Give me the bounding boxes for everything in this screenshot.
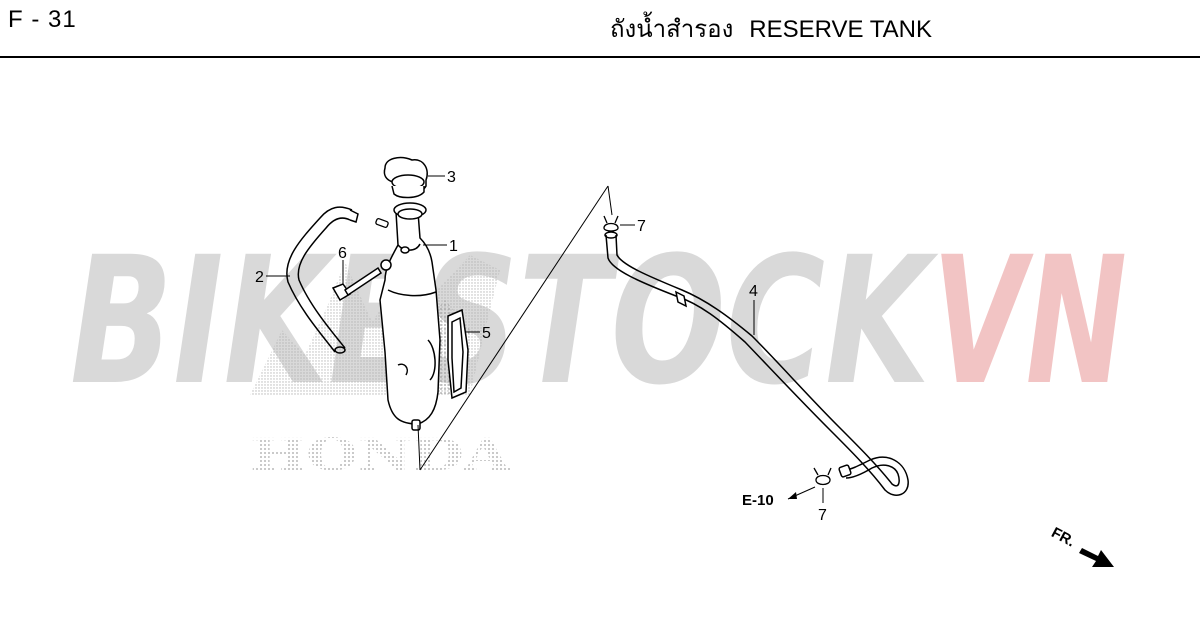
page-title-thai: ถังน้ำสำรอง bbox=[610, 16, 734, 43]
front-direction-indicator: FR. bbox=[1048, 524, 1114, 567]
front-arrow-icon bbox=[1079, 548, 1114, 567]
header-divider bbox=[0, 56, 1200, 58]
e10-reference-label: E-10 bbox=[742, 492, 774, 509]
honda-logo-text: HONDA bbox=[250, 430, 511, 481]
watermark-text-accent: VN bbox=[932, 219, 1127, 424]
page-title-english: RESERVE TANK bbox=[749, 16, 933, 43]
part-7-clip-lower bbox=[813, 467, 832, 486]
part-4-overflow-tube bbox=[604, 231, 909, 496]
part-5-cushion bbox=[447, 308, 469, 400]
assembly-lines bbox=[417, 185, 613, 471]
watermark: BIKESTOCK VN bbox=[70, 219, 1127, 424]
e10-reference: E-10 bbox=[742, 486, 816, 509]
callout-leaders bbox=[266, 175, 824, 503]
page-code: F - 31 bbox=[8, 6, 77, 33]
watermark-text-main: BIKESTOCK bbox=[70, 219, 939, 424]
part-7-clip-upper bbox=[603, 215, 619, 232]
page-header: F - 31 ถังน้ำสำรอง RESERVE TANK bbox=[0, 0, 1200, 58]
callout-1: 1 bbox=[449, 238, 458, 255]
part-3-cap bbox=[383, 156, 428, 199]
callout-numbers: 3 1 2 6 5 4 7 7 bbox=[255, 169, 827, 524]
part-1-reserve-tank bbox=[379, 202, 441, 431]
callout-6: 6 bbox=[338, 245, 347, 262]
callout-4: 4 bbox=[749, 283, 758, 300]
page-title: ถังน้ำสำรอง RESERVE TANK bbox=[610, 9, 932, 48]
callout-7-lower: 7 bbox=[818, 507, 827, 524]
part-6-bolt bbox=[331, 259, 392, 302]
callout-2: 2 bbox=[255, 269, 264, 286]
callout-3: 3 bbox=[447, 169, 456, 186]
front-direction-label: FR. bbox=[1048, 524, 1077, 550]
part-2-breather-tube bbox=[286, 206, 359, 354]
callout-7-upper: 7 bbox=[637, 218, 646, 235]
hose-nipple bbox=[375, 218, 389, 228]
callout-5: 5 bbox=[482, 325, 491, 342]
